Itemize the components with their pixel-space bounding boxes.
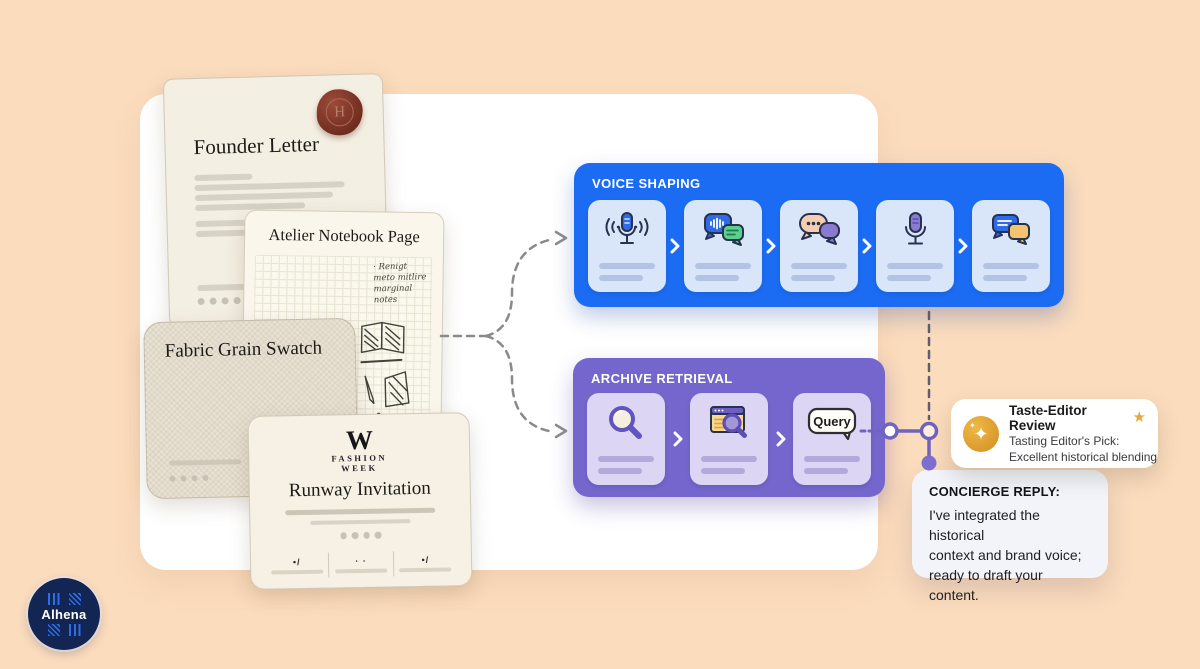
wax-seal-letter: H bbox=[325, 97, 355, 127]
archive-retrieval-title: ARCHIVE RETRIEVAL bbox=[591, 371, 733, 386]
browser-search-icon bbox=[705, 393, 753, 456]
logo-hatch-icon bbox=[68, 592, 81, 605]
chevron-right-icon bbox=[766, 238, 776, 254]
concierge-reply-title: CONCIERGE REPLY: bbox=[929, 484, 1061, 499]
page-dots bbox=[169, 474, 209, 482]
connector-node-dot bbox=[921, 455, 937, 471]
alhena-logo: Alhena bbox=[28, 578, 100, 650]
archive-step-card bbox=[587, 392, 665, 485]
page-dots bbox=[340, 531, 382, 539]
review-subtitle-1: Tasting Editor's Pick: bbox=[1009, 433, 1120, 448]
connector-node-ring bbox=[881, 422, 899, 440]
archive-step-card bbox=[690, 392, 768, 485]
chevron-right-icon bbox=[862, 238, 872, 254]
logo-label: Alhena bbox=[41, 606, 87, 622]
voice-step-card bbox=[972, 200, 1050, 292]
brand-line-2: WEEK bbox=[341, 462, 378, 474]
chat-bubble-waveform-icon bbox=[697, 200, 749, 263]
logo-bars-icon bbox=[68, 623, 81, 636]
handwritten-note: · Renigt meto mitlire marginal notes bbox=[372, 261, 427, 306]
chevron-right-icon bbox=[670, 238, 680, 254]
star-icon: ★ bbox=[1132, 409, 1146, 426]
notebook-title: Atelier Notebook Page bbox=[268, 224, 420, 247]
microphone-icon bbox=[889, 200, 941, 263]
signature-mark: •/ bbox=[292, 557, 301, 568]
document-runway-invitation: W FASHION WEEK Runway Invitation •/ · · … bbox=[247, 412, 473, 590]
voice-step-card bbox=[876, 200, 954, 292]
microphone-sound-waves-icon bbox=[601, 200, 653, 263]
logo-bars-icon bbox=[47, 592, 60, 605]
fabric-swatch-title: Fabric Grain Swatch bbox=[164, 337, 323, 362]
archive-retrieval-panel: ARCHIVE RETRIEVAL bbox=[573, 358, 885, 497]
chevron-right-icon bbox=[673, 431, 683, 447]
voice-step-card bbox=[684, 200, 762, 292]
concierge-reply-card: CONCIERGE REPLY: I've integrated the his… bbox=[912, 470, 1108, 603]
brand-line-1: FASHION bbox=[331, 452, 388, 464]
voice-step-card bbox=[588, 200, 666, 292]
chat-bubbles-typing-dots-icon bbox=[793, 200, 845, 263]
notebook-grid: · Renigt meto mitlire marginal notes bbox=[252, 254, 433, 421]
wax-seal-icon: H bbox=[316, 88, 364, 136]
signature-mark: · · bbox=[355, 555, 367, 567]
signature-mark: •/ bbox=[421, 554, 430, 565]
concierge-reply-body: I've integrated the historical context a… bbox=[929, 507, 1082, 603]
notebook-sketches-icon bbox=[360, 321, 410, 417]
fashion-week-monogram: W bbox=[345, 424, 373, 456]
founder-letter-title: Founder Letter bbox=[193, 131, 320, 160]
voice-shaping-panel: VOICE SHAPING bbox=[574, 163, 1064, 307]
query-label: Query bbox=[813, 414, 851, 429]
taste-editor-review-card: ✦ ✦ Taste-Editor Review ★ Tasting Editor… bbox=[951, 399, 1158, 468]
review-title: Taste-Editor Review bbox=[1009, 402, 1087, 433]
document-atelier-notebook: Atelier Notebook Page · Renigt meto mitl… bbox=[241, 209, 445, 430]
magnifier-icon bbox=[603, 393, 649, 456]
archive-step-card: Query bbox=[793, 392, 871, 485]
sparkle-badge-icon: ✦ ✦ bbox=[963, 415, 999, 452]
chevron-right-icon bbox=[958, 238, 968, 254]
connector-node-ring bbox=[919, 421, 939, 441]
logo-hatch-icon bbox=[47, 623, 60, 636]
chevron-right-icon bbox=[776, 431, 786, 447]
invitation-title: Runway Invitation bbox=[288, 477, 431, 502]
invitation-signature-row: •/ · · •/ bbox=[265, 550, 458, 578]
chat-bubbles-duo-icon bbox=[985, 200, 1037, 263]
voice-shaping-title: VOICE SHAPING bbox=[592, 176, 701, 191]
query-speech-bubble-icon: Query bbox=[803, 393, 861, 456]
review-subtitle-2: Excellent historical blending bbox=[1009, 449, 1158, 464]
voice-step-card bbox=[780, 200, 858, 292]
